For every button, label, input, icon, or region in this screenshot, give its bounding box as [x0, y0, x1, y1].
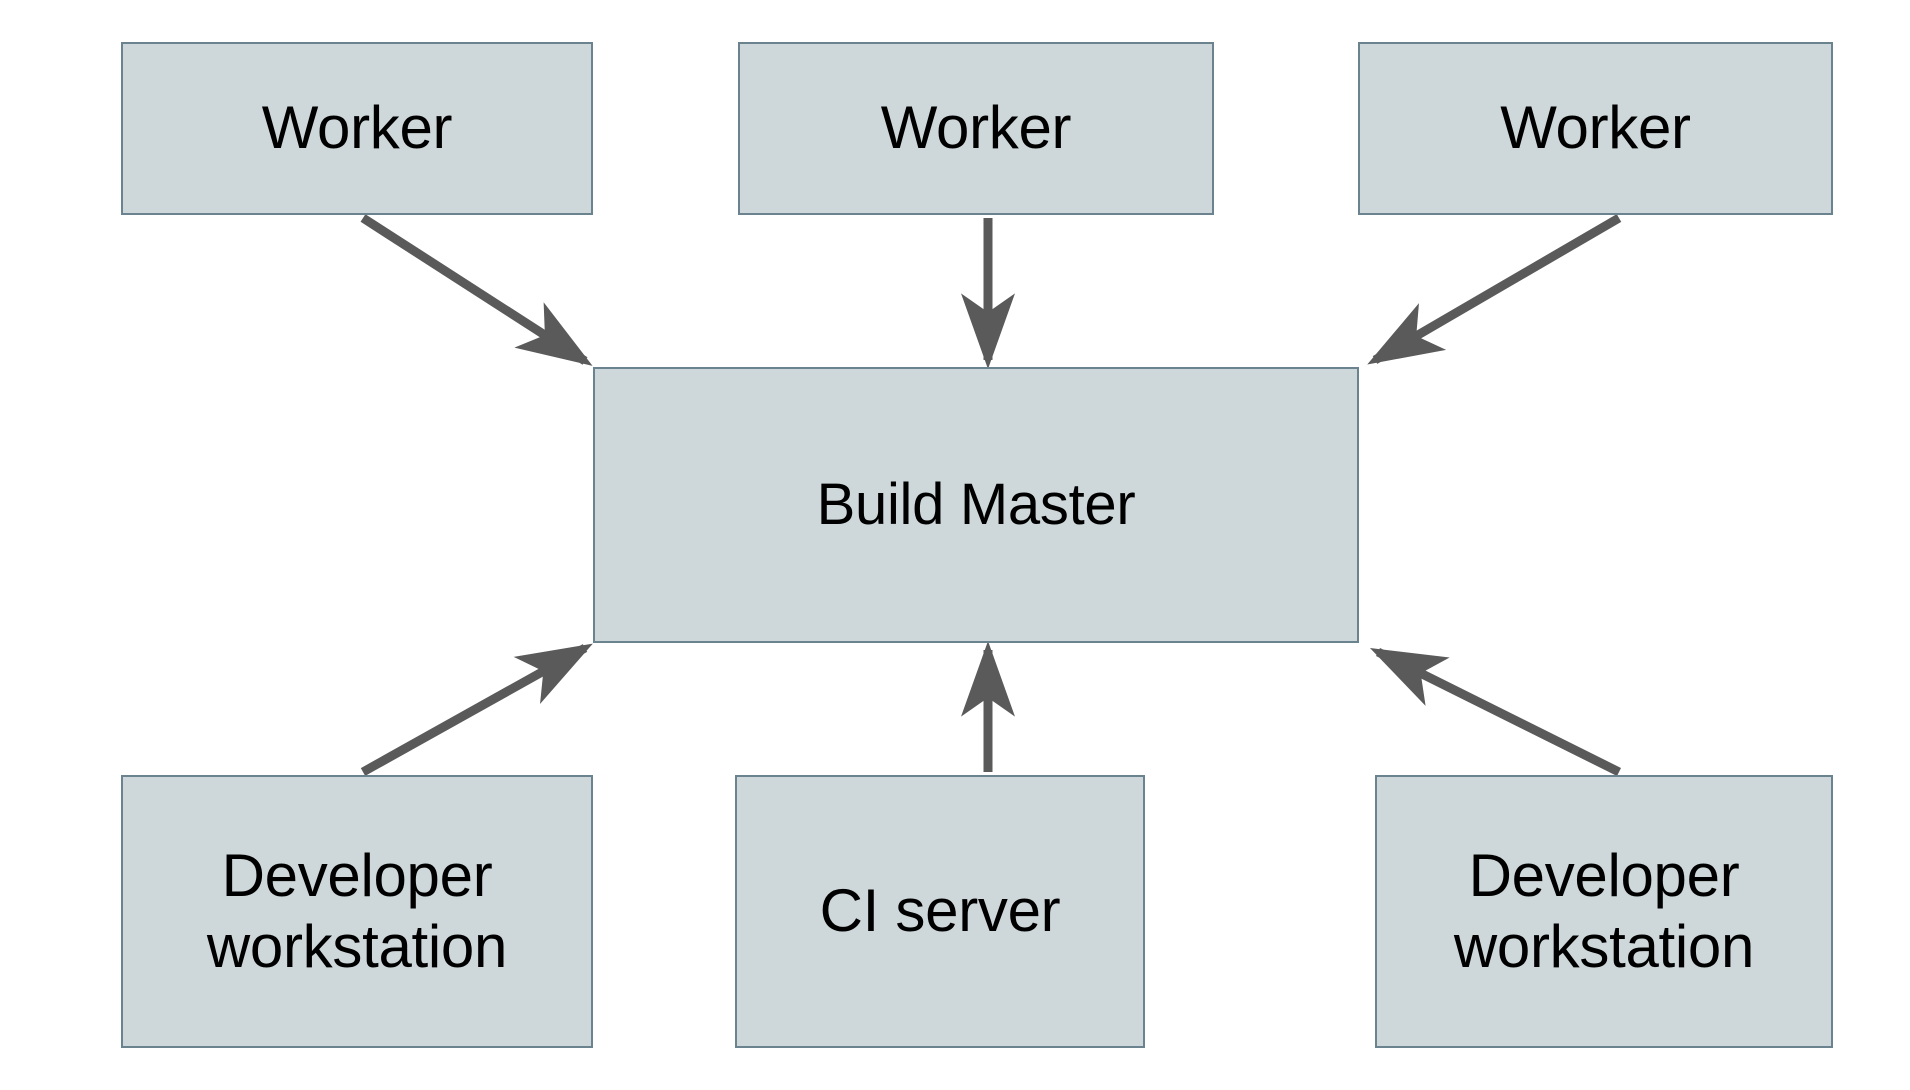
- node-dev-workstation-right-label: Developer workstation: [1453, 841, 1755, 980]
- node-ci-server[interactable]: CI server: [735, 775, 1145, 1048]
- node-worker-2[interactable]: Worker: [738, 42, 1214, 215]
- node-worker-3-label: Worker: [1500, 94, 1691, 162]
- node-dev-workstation-right[interactable]: Developer workstation: [1375, 775, 1833, 1048]
- edge-dev-workstation-right-to-build-master: [1369, 647, 1622, 777]
- node-ci-server-label: CI server: [819, 877, 1061, 945]
- node-worker-1[interactable]: Worker: [121, 42, 593, 215]
- edge-worker-3-to-build-master: [1367, 214, 1622, 365]
- node-build-master[interactable]: Build Master: [593, 367, 1359, 643]
- node-dev-workstation-left[interactable]: Developer workstation: [121, 775, 593, 1048]
- node-dev-workstation-left-label: Developer workstation: [206, 841, 508, 980]
- node-worker-1-label: Worker: [261, 94, 453, 162]
- edge-dev-workstation-left-to-build-master: [360, 643, 593, 776]
- node-build-master-label: Build Master: [816, 471, 1136, 537]
- node-worker-3[interactable]: Worker: [1358, 42, 1833, 215]
- edge-worker-1-to-build-master: [360, 214, 593, 366]
- node-worker-2-label: Worker: [880, 94, 1072, 162]
